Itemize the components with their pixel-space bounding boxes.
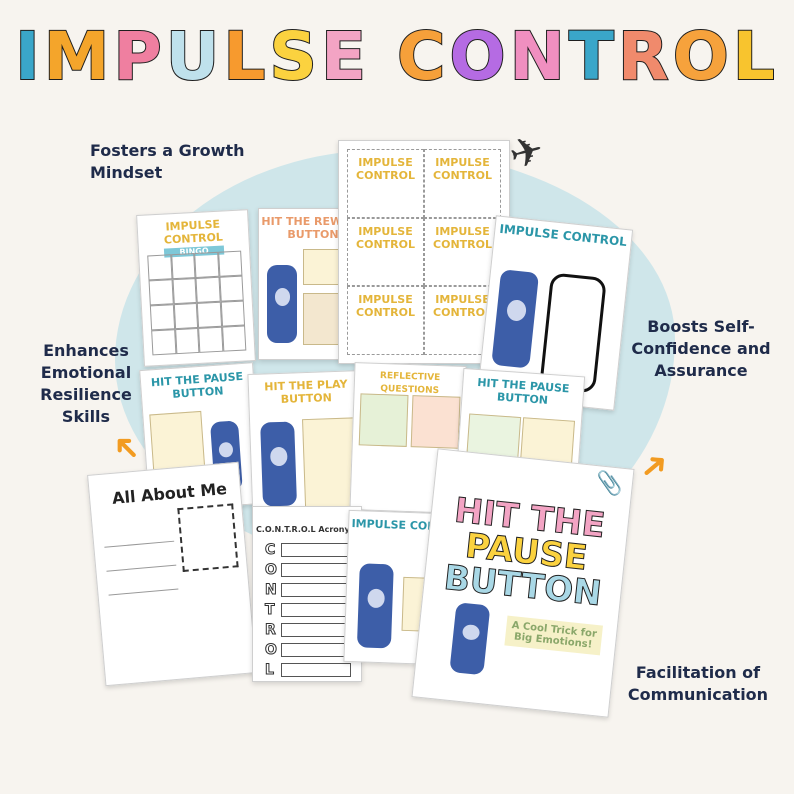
remote-icon: [356, 563, 394, 649]
acronym-row: O: [265, 561, 351, 579]
bingo-grid: [147, 250, 247, 356]
acronym-box: [281, 623, 351, 637]
poster-title: IMPULSE CONTROL: [498, 221, 628, 250]
acronym-letter: T: [265, 602, 276, 619]
play-title: HIT THE PLAY BUTTON: [264, 377, 348, 406]
all-about-me-title: All About Me: [111, 478, 228, 508]
pause1-title: HIT THE PAUSE BUTTON: [150, 369, 244, 401]
title-letter: O: [448, 17, 510, 96]
line-2: [106, 564, 177, 572]
acronym-letter: O: [265, 562, 278, 579]
title-letter: P: [112, 17, 166, 96]
acronym-row: C: [265, 541, 351, 559]
impulse-cards-sheet: IMPULSE CONTROL IMPULSE CONTROL IMPULSE …: [338, 140, 510, 364]
benefit-communication: Facilitation of Communication: [627, 663, 769, 704]
title-letter: R: [617, 17, 673, 96]
title-letter: I: [14, 17, 44, 96]
paperclip-icon: 📎: [594, 470, 625, 498]
benefit-growth-mindset: Fosters a Growth Mindset: [90, 141, 245, 182]
title-letter: E: [320, 17, 371, 96]
cover-hit-the-pause-button: HIT THE PAUSE BUTTON A Cool Trick for Bi…: [411, 448, 635, 718]
cards-grid: IMPULSE CONTROL IMPULSE CONTROL IMPULSE …: [347, 149, 501, 355]
remote-icon: [260, 421, 298, 507]
acronym-letter: C: [265, 542, 276, 559]
reflective-box-2: [410, 395, 461, 449]
acronym-row: R: [265, 621, 351, 639]
cover-subtitle: A Cool Trick for Big Emotions!: [504, 615, 603, 656]
title-letter: L: [732, 17, 779, 96]
acronym-row: O: [265, 641, 351, 659]
benefit-emotional-resilience: Enhances Emotional Resilience Skills: [40, 341, 132, 426]
acronym-box: [281, 583, 351, 597]
title-letter: L: [222, 17, 270, 96]
acronym-letter: N: [265, 582, 278, 599]
title-letter: [370, 18, 397, 95]
line-1: [104, 540, 175, 548]
main-title: IMPULSE CONTROL: [0, 17, 794, 96]
remote-icon: [449, 602, 491, 676]
acronym-letter: O: [265, 642, 278, 659]
acronym-box: [281, 663, 351, 677]
reflective-box-1: [358, 393, 409, 447]
acronym-box: [281, 543, 351, 557]
bingo-title: IMPULSE CONTROL: [163, 217, 224, 247]
pause2-title: HIT THE PAUSE BUTTON: [476, 375, 570, 407]
all-about-me-sheet: All About Me: [87, 461, 257, 687]
acronym-row: L: [265, 661, 351, 679]
remote-icon: [267, 265, 297, 343]
acronym-box: [281, 563, 351, 577]
acronym-row: N: [265, 581, 351, 599]
acronym-letter: R: [265, 622, 277, 639]
title-letter: O: [672, 17, 733, 96]
photo-frame: [177, 503, 239, 573]
line-3: [108, 588, 179, 596]
remote-icon: [491, 269, 540, 369]
acronym-row: T: [265, 601, 351, 619]
title-letter: T: [568, 17, 618, 96]
benefit-self-confidence: Boosts Self-Confidence and Assurance: [631, 317, 771, 380]
acronym-title: C.O.N.T.R.O.L Acronym: [255, 525, 359, 534]
acronym-box: [281, 603, 351, 617]
title-letter: N: [509, 17, 569, 96]
acronym-box: [281, 643, 351, 657]
bingo-worksheet: IMPULSE CONTROL BINGO: [136, 209, 256, 367]
title-letter: C: [396, 17, 450, 96]
acronym-letter: L: [265, 662, 275, 679]
title-letter: U: [165, 17, 224, 96]
title-letter: M: [43, 17, 114, 96]
title-letter: S: [268, 17, 321, 96]
